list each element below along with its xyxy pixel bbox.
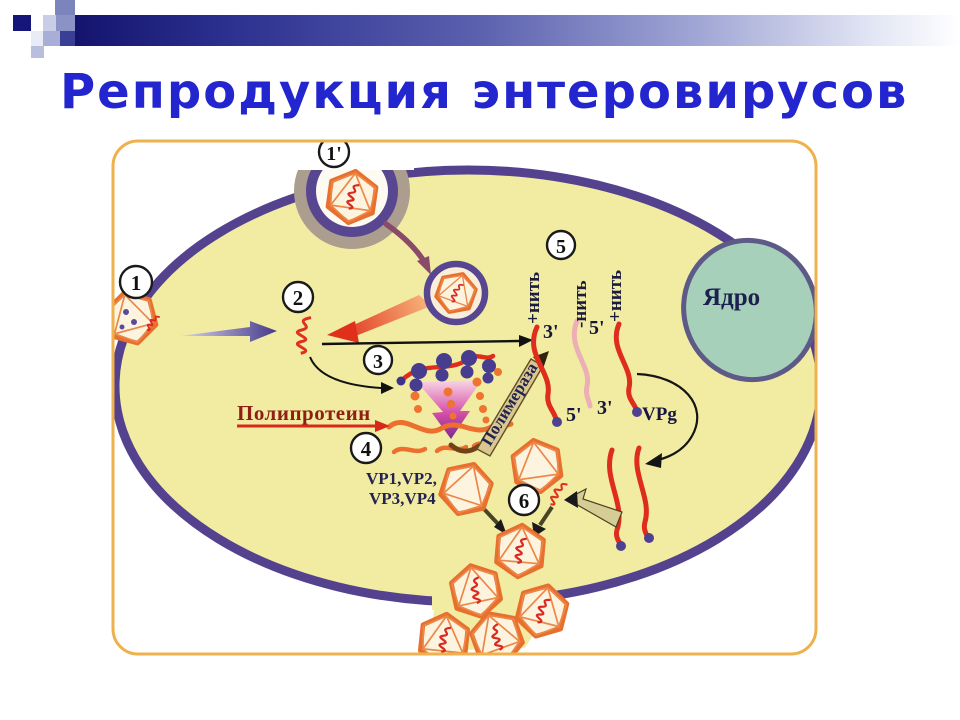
decor-square — [31, 46, 44, 58]
rna-strand-minus — [571, 318, 593, 409]
decor-square — [43, 31, 60, 46]
decor-square — [43, 15, 56, 31]
svg-text:2: 2 — [293, 286, 304, 310]
diagram-panel-border — [111, 139, 818, 656]
svg-text:3: 3 — [373, 351, 383, 373]
translation-arrow — [417, 380, 482, 439]
endosome — [423, 260, 489, 326]
strand1-bottom-label: 5' — [566, 404, 582, 426]
replication-arrow — [321, 335, 533, 347]
svg-text:4: 4 — [361, 437, 372, 461]
svg-text:1: 1 — [131, 271, 142, 295]
strand2-bottom-label: 3' — [597, 397, 613, 419]
slide-title: Репродукция энтеровирусов — [60, 64, 909, 120]
vp-products-label-line2: VP3,VP4 — [369, 489, 436, 508]
svg-text:5: 5 — [556, 236, 566, 258]
decor-square — [56, 15, 75, 31]
endosome-transport-arrow — [383, 221, 431, 275]
step-circle-3: 3 — [362, 344, 394, 376]
decor-square — [31, 31, 43, 46]
header-bar — [75, 15, 960, 46]
svg-text:6: 6 — [519, 489, 530, 513]
nucleus-label: Ядро — [703, 284, 760, 311]
decor-square — [13, 15, 31, 31]
assembly-arrow-capsid — [482, 507, 507, 535]
svg-text:1': 1' — [326, 143, 342, 165]
vpg-label: VPg — [642, 404, 677, 425]
step-circle-5: 5 — [545, 229, 577, 261]
decor-square — [60, 31, 75, 46]
penetration-arrow — [180, 321, 277, 342]
minus-strand-label: -нить — [570, 280, 591, 328]
ribosome-polysome — [396, 350, 502, 424]
plus-strand-label-2: +нить — [605, 270, 626, 322]
nucleus: Ядро — [681, 237, 816, 383]
step-circle-1prime: 1' — [317, 141, 351, 169]
polyprotein-label: Полипротеин — [237, 401, 371, 425]
uncoating-arrow — [327, 295, 431, 343]
nascent-peptides — [410, 368, 502, 424]
translation-path-arrow — [309, 356, 394, 394]
step-circle-4: 4 — [349, 431, 383, 465]
rna-strand-plus-1 — [531, 324, 562, 427]
genome-feed-arrow — [564, 487, 623, 528]
plus-strand-label-1: +нить — [523, 272, 544, 324]
step-circle-1: 1 — [118, 264, 154, 300]
polyprotein-underline-arrow — [237, 420, 390, 432]
step-circle-2: 2 — [281, 280, 315, 314]
rna-strand-plus-2 — [613, 321, 642, 417]
strand1-top-label: 3' — [543, 321, 559, 343]
vp-products-label-line1: VP1,VP2, — [366, 469, 437, 488]
strand2-top-label: 5' — [589, 317, 605, 339]
decor-square — [55, 0, 75, 16]
virus-attachment — [103, 287, 160, 349]
vpg-loop-arrow — [636, 372, 699, 468]
progeny-rna — [607, 445, 654, 551]
step-circle-6: 6 — [507, 483, 541, 517]
